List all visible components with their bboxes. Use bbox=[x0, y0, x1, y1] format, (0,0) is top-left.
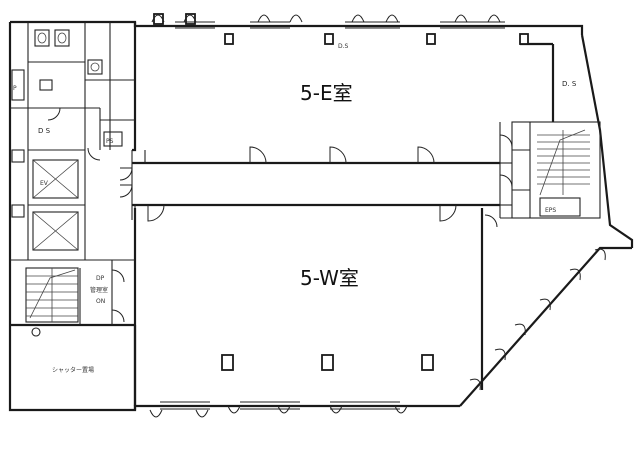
label-ps: PS bbox=[106, 138, 114, 145]
room-label-5w: 5-W室 bbox=[300, 266, 359, 290]
corridor bbox=[131, 150, 500, 220]
outer-walls bbox=[8, 20, 634, 412]
label-shutter: シャッター置場 bbox=[52, 366, 94, 374]
columns bbox=[153, 13, 529, 371]
label-dp: DP bbox=[96, 275, 105, 282]
label-ev: EV bbox=[40, 180, 49, 187]
room-label-5e: 5-E室 bbox=[300, 81, 353, 105]
right-core bbox=[499, 121, 601, 219]
label-ds-room: D.S bbox=[338, 43, 349, 50]
left-core bbox=[10, 22, 135, 337]
label-kanri: 管理室 bbox=[90, 286, 108, 294]
label-p-small: P bbox=[13, 85, 17, 92]
label-eps-core: EPS bbox=[545, 207, 556, 214]
label-ds-core: D S bbox=[38, 127, 51, 135]
window-sashes bbox=[149, 14, 606, 418]
label-ds-east: D. S bbox=[562, 80, 577, 88]
doors bbox=[47, 107, 513, 323]
label-on: ON bbox=[96, 298, 105, 305]
